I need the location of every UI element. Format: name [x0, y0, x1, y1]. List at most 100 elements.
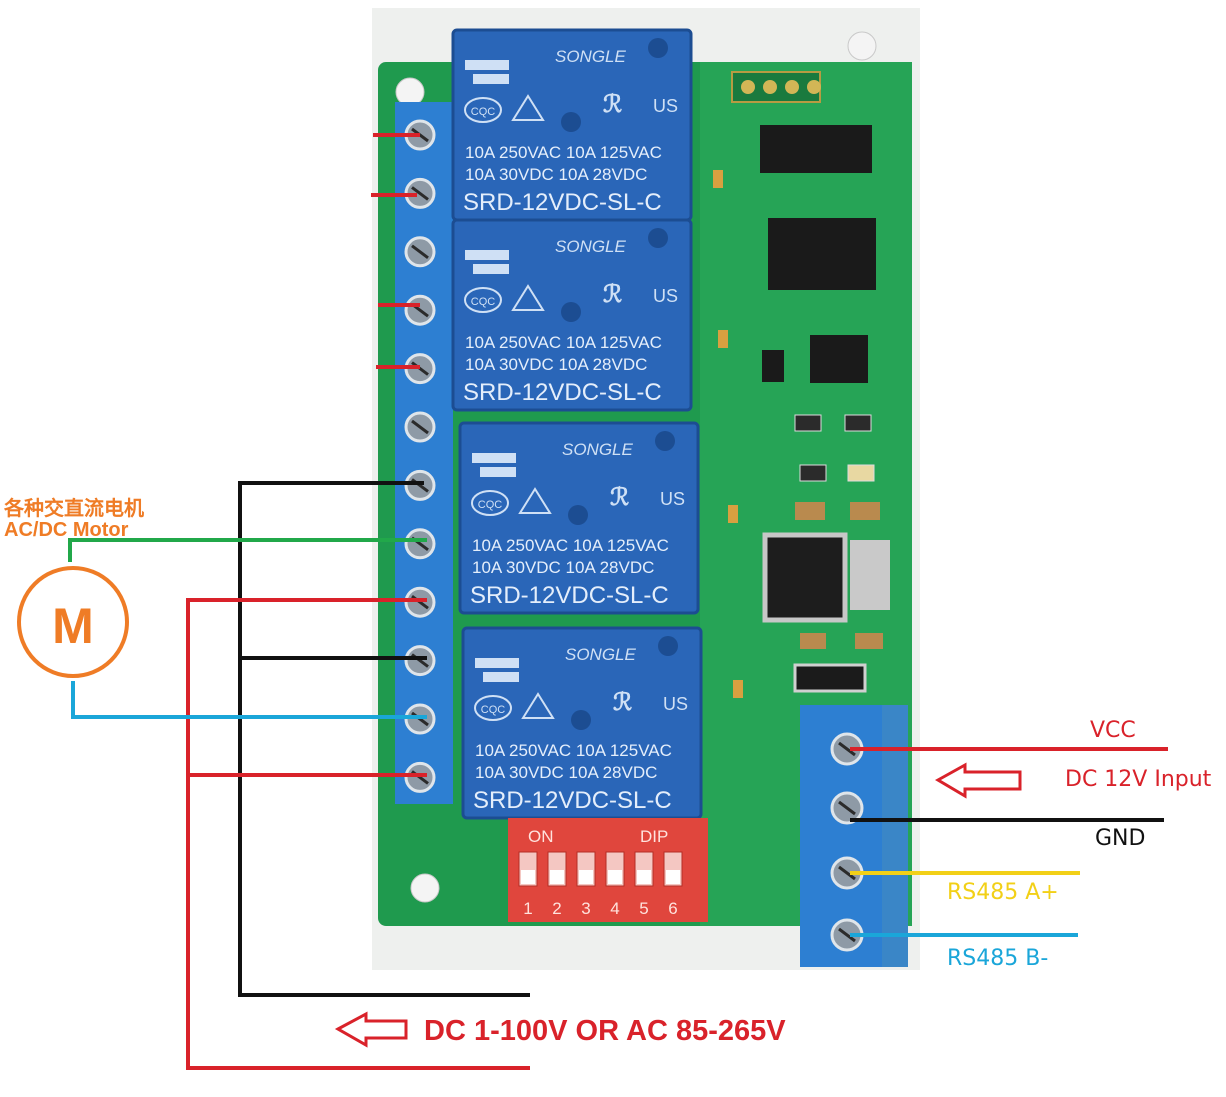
input-arrow-icon	[934, 762, 1022, 799]
ul-label: US	[660, 489, 685, 509]
led-pwr	[847, 464, 875, 482]
smd-component	[799, 464, 827, 482]
screw-slot	[838, 927, 856, 943]
motor-label-cn: 各种交直流电机	[4, 498, 144, 520]
ul-label: US	[653, 286, 678, 306]
screw-slot	[838, 800, 856, 816]
relay-brand: SONGLE	[562, 440, 634, 459]
relay-rating-line2: 10A 30VDC 10A 28VDC	[465, 165, 647, 184]
ic-chip	[768, 218, 876, 290]
cqc-icon	[474, 695, 512, 721]
ul-mark-icon: ℛ	[603, 91, 622, 118]
songle-logo-icon	[475, 658, 519, 668]
screw-slot	[411, 419, 429, 435]
cqc-icon	[471, 490, 509, 516]
screw-slot	[411, 244, 429, 259]
power-terminal-side	[882, 705, 908, 967]
rs485-b-label: RS485 B-	[947, 946, 1049, 971]
smd-capacitor	[850, 502, 880, 520]
relay-rating-line1: 10A 250VAC 10A 125VAC	[475, 741, 672, 760]
pin	[741, 80, 755, 94]
pin	[763, 80, 777, 94]
motor-symbol: M	[52, 598, 94, 654]
smd-capacitor	[800, 633, 826, 649]
ul-label: US	[663, 694, 688, 714]
relay-model: SRD-12VDC-SL-C	[463, 379, 662, 406]
motor-label-en: AC/DC Motor	[4, 519, 129, 541]
dip-switch-knob	[521, 870, 535, 884]
dc-input-label: DC 12V Input	[1065, 767, 1212, 792]
songle-logo-icon	[480, 467, 516, 477]
gnd-label: GND	[1095, 826, 1146, 851]
relay-corner-dot	[648, 228, 668, 248]
cqc-label: CQC	[478, 499, 503, 511]
relay-dot	[571, 710, 591, 730]
pin	[807, 80, 821, 94]
triangle-mark-icon	[518, 487, 552, 514]
vcc-label: VCC	[1090, 718, 1136, 743]
relay-model: SRD-12VDC-SL-C	[470, 582, 669, 609]
dip-position-label: 3	[581, 899, 590, 918]
dip-switch-knob	[550, 870, 564, 884]
led-ch4	[713, 170, 723, 188]
triangle-mark-icon	[511, 94, 545, 121]
diode	[793, 663, 867, 693]
triangle-mark-icon	[511, 284, 545, 311]
motor-icon	[17, 566, 129, 678]
dip-position-label: 4	[610, 899, 619, 918]
dip-position-label: 5	[639, 899, 648, 918]
wiring	[68, 133, 1168, 1070]
dip-switch-knob	[608, 870, 622, 884]
wire-supply-black	[238, 481, 530, 997]
dip-dip-label: DIP	[640, 827, 668, 846]
relay-model: SRD-12VDC-SL-C	[473, 787, 672, 814]
supply-arrow-icon	[334, 1011, 408, 1048]
songle-logo-icon	[465, 250, 509, 260]
dip-switch-knob	[579, 870, 593, 884]
dip-switch-knob	[637, 870, 651, 884]
rs485-a-label: RS485 A+	[947, 880, 1059, 905]
cqc-label: CQC	[471, 106, 496, 118]
cqc-icon	[464, 287, 502, 313]
triangle-mark-icon	[521, 692, 555, 719]
smd-component	[844, 414, 872, 432]
relay-corner-dot	[648, 38, 668, 58]
songle-logo-icon	[473, 74, 509, 84]
resistor-array	[762, 350, 784, 382]
relays: SONGLE CQC ℛ US 10A 250VAC 10A 125VAC 10A 30V…	[451, 28, 703, 820]
relay-brand: SONGLE	[555, 237, 627, 256]
dip-position-label: 1	[523, 899, 532, 918]
dip-position-label: 6	[668, 899, 677, 918]
relay-brand: SONGLE	[555, 47, 627, 66]
cqc-label: CQC	[481, 704, 506, 716]
relay-rating-line2: 10A 30VDC 10A 28VDC	[465, 355, 647, 374]
relay-brand: SONGLE	[565, 645, 637, 664]
load-supply-label: DC 1-100V OR AC 85-265V	[424, 1015, 786, 1047]
dip-position-label: 2	[552, 899, 561, 918]
ul-mark-icon: ℛ	[610, 484, 629, 511]
songle-logo-icon	[473, 264, 509, 274]
pin	[785, 80, 799, 94]
ul-mark-icon: ℛ	[603, 281, 622, 308]
relay-terminal-block	[395, 102, 453, 804]
dip-switch-knob	[666, 870, 680, 884]
smd-capacitor	[855, 633, 883, 649]
wire-motor-blue	[71, 681, 427, 719]
mounting-hole	[847, 31, 877, 61]
smd-component	[794, 414, 822, 432]
led-ch3	[718, 330, 728, 348]
wire-supply-red	[186, 598, 530, 1070]
relay-model: SRD-12VDC-SL-C	[463, 189, 662, 216]
regulator-tab	[850, 540, 890, 610]
relay-rating-line1: 10A 250VAC 10A 125VAC	[472, 536, 669, 555]
ic-chip	[760, 125, 872, 173]
cqc-icon	[464, 97, 502, 123]
smd-capacitor	[795, 502, 825, 520]
screw-slot	[411, 186, 429, 201]
relay-corner-dot	[655, 431, 675, 451]
